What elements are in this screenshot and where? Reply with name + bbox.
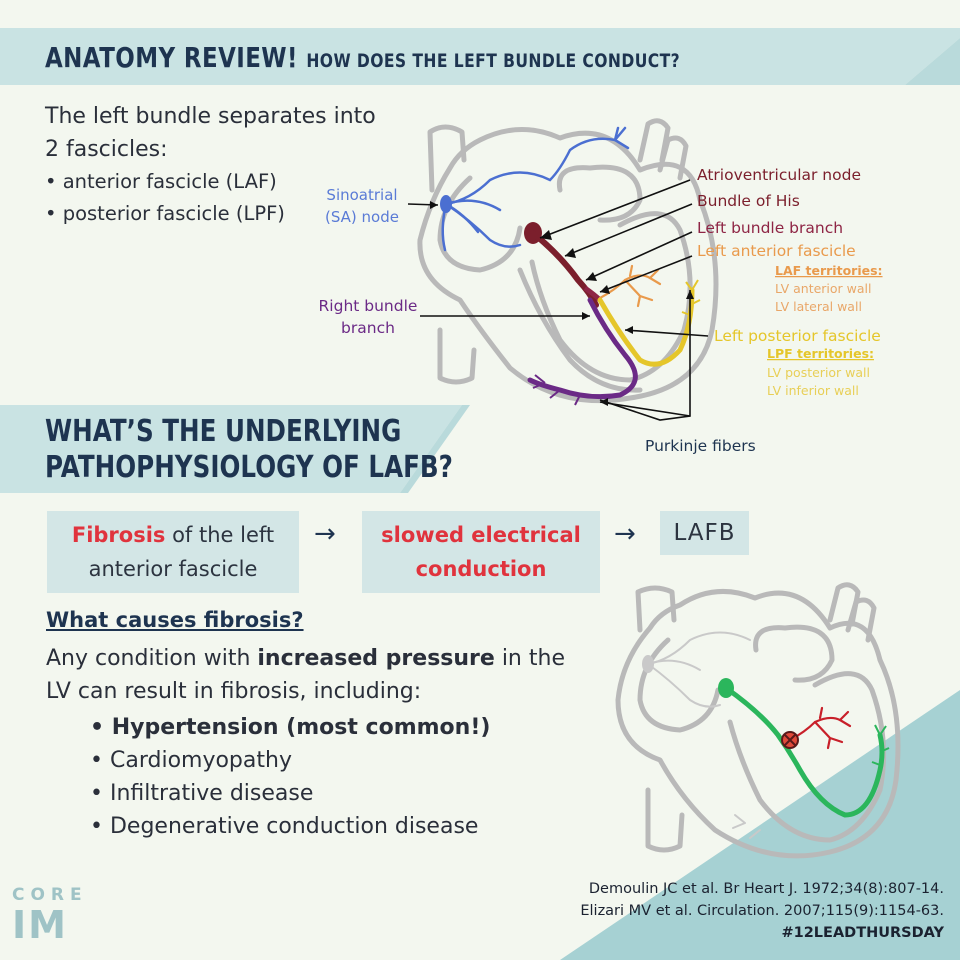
cause-item: Hypertension (most common!) — [90, 711, 491, 744]
reference-1: Demoulin JC et al. Br Heart J. 1972;34(8… — [588, 881, 944, 897]
section2-title-line1: WHAT’S THE UNDERLYING — [45, 414, 402, 449]
box1-text-2: anterior fascicle — [88, 557, 258, 581]
logo-line2: IM — [12, 903, 68, 947]
flow-arrow-2: → — [614, 519, 636, 549]
section2-title: WHAT’S THE UNDERLYING PATHOPHYSIOLOGY OF… — [45, 414, 453, 486]
flow-box-fibrosis: Fibrosis of the left anterior fascicle — [47, 511, 299, 593]
intro-list: anterior fascicle (LAF) posterior fascic… — [45, 166, 285, 230]
laf-territories-label: LAF territories: — [775, 263, 883, 278]
page-title: ANATOMY REVIEW! HOW DOES THE LEFT BUNDLE… — [45, 41, 680, 74]
causes-text-bold: increased pressure — [257, 646, 495, 671]
causes-heading: What causes fibrosis? — [46, 608, 304, 632]
sa-node-label-1: Sinoatrial — [326, 186, 397, 204]
fibrosis-word: Fibrosis — [71, 523, 166, 547]
lbb-label: Left bundle branch — [697, 219, 843, 237]
box1-text-1: of the left — [165, 523, 275, 547]
av-node-label: Atrioventricular node — [697, 166, 861, 184]
logo-line1: CORE — [12, 885, 88, 905]
section2-title-line2: PATHOPHYSIOLOGY OF LAFB? — [45, 450, 453, 485]
lpf-label: Left posterior fascicle — [714, 327, 881, 345]
box2-text-1: slowed electrical — [381, 523, 581, 547]
his-label: Bundle of His — [697, 192, 800, 210]
laf-wall-2: LV lateral wall — [775, 299, 862, 314]
flow-box-slowed: slowed electrical conduction — [362, 511, 600, 593]
hashtag: #12LEADTHURSDAY — [781, 925, 944, 941]
header-banner — [0, 28, 960, 85]
flow-arrow-1: → — [314, 519, 336, 549]
lpf-territories-label: LPF territories: — [767, 346, 874, 361]
causes-text: Any condition with increased pressure in… — [46, 642, 566, 708]
rbb-label-1: Right bundle — [319, 297, 418, 315]
causes-text-pre: Any condition with — [46, 646, 258, 671]
flow-box-lafb: LAFB — [660, 511, 749, 555]
rbb-label-2: branch — [341, 319, 395, 337]
laf-label: Left anterior fascicle — [697, 242, 856, 260]
section2-banner — [0, 405, 470, 493]
intro-text: The left bundle separates into 2 fascicl… — [45, 104, 376, 162]
cause-item: Infiltrative disease — [90, 777, 490, 810]
title-main: ANATOMY REVIEW! — [45, 41, 298, 74]
cause-item: Cardiomyopathy — [90, 744, 490, 777]
intro-item: posterior fascicle (LPF) — [45, 198, 285, 230]
laf-wall-1: LV anterior wall — [775, 281, 872, 296]
reference-2: Elizari MV et al. Circulation. 2007;115(… — [580, 903, 944, 919]
sa-node-label-2: (SA) node — [325, 208, 399, 226]
causes-text-post: in the LV can result in fibrosis, includ… — [46, 646, 565, 704]
intro-item: anterior fascicle (LAF) — [45, 166, 285, 198]
causes-list: Hypertension (most common!) Cardiomyopat… — [90, 711, 490, 843]
core-im-logo: CORE IM — [12, 885, 88, 945]
title-sub: HOW DOES THE LEFT BUNDLE CONDUCT? — [306, 50, 681, 72]
lpf-wall-1: LV posterior wall — [767, 365, 870, 380]
references: Demoulin JC et al. Br Heart J. 1972;34(8… — [580, 878, 944, 944]
purkinje-label: Purkinje fibers — [645, 437, 756, 455]
lpf-wall-2: LV inferior wall — [767, 383, 859, 398]
box2-text-2: conduction — [415, 557, 547, 581]
cause-item: Degenerative conduction disease — [90, 810, 490, 843]
